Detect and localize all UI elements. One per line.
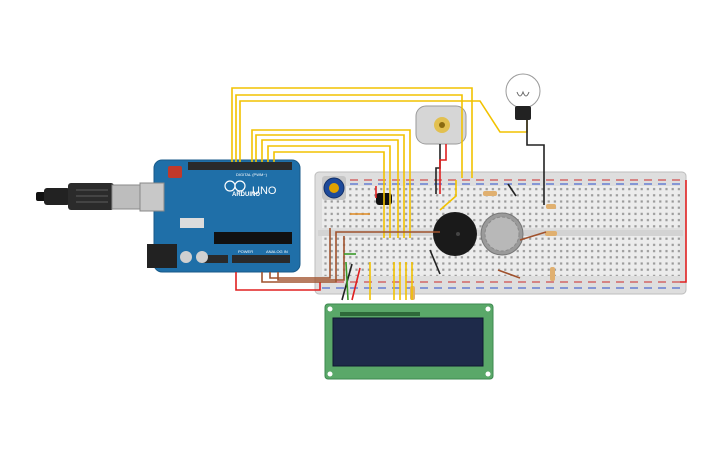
usb-cable[interactable] (36, 183, 157, 210)
digital-label: DIGITAL (PWM~) (236, 172, 268, 177)
arduino-board[interactable]: ARDUINO UNO DIGITAL (PWM~) POWER ANALOG … (139, 159, 301, 273)
potentiometer[interactable] (322, 176, 346, 200)
board-model-label: UNO (252, 185, 277, 197)
crystal-icon (180, 218, 204, 228)
capacitor-icon (180, 251, 192, 263)
lcd-pin-header (340, 312, 420, 316)
gas-sensor[interactable] (480, 212, 524, 256)
lcd-display[interactable] (324, 303, 494, 380)
reset-button[interactable] (168, 166, 182, 178)
wires (231, 87, 687, 301)
light-bulb[interactable] (505, 73, 541, 120)
piezo-buzzer[interactable] (433, 212, 477, 256)
digital-header (188, 162, 292, 170)
power-label: POWER (238, 249, 253, 254)
dc-motor[interactable] (415, 105, 467, 145)
lcd-screen (332, 317, 484, 367)
analog-header (232, 255, 290, 263)
capacitor-icon (196, 251, 208, 263)
arduino-logo-text: ARDUINO (232, 192, 260, 198)
analog-label: ANALOG IN (266, 249, 288, 254)
microcontroller-chip (214, 232, 292, 244)
power-header (200, 255, 228, 263)
